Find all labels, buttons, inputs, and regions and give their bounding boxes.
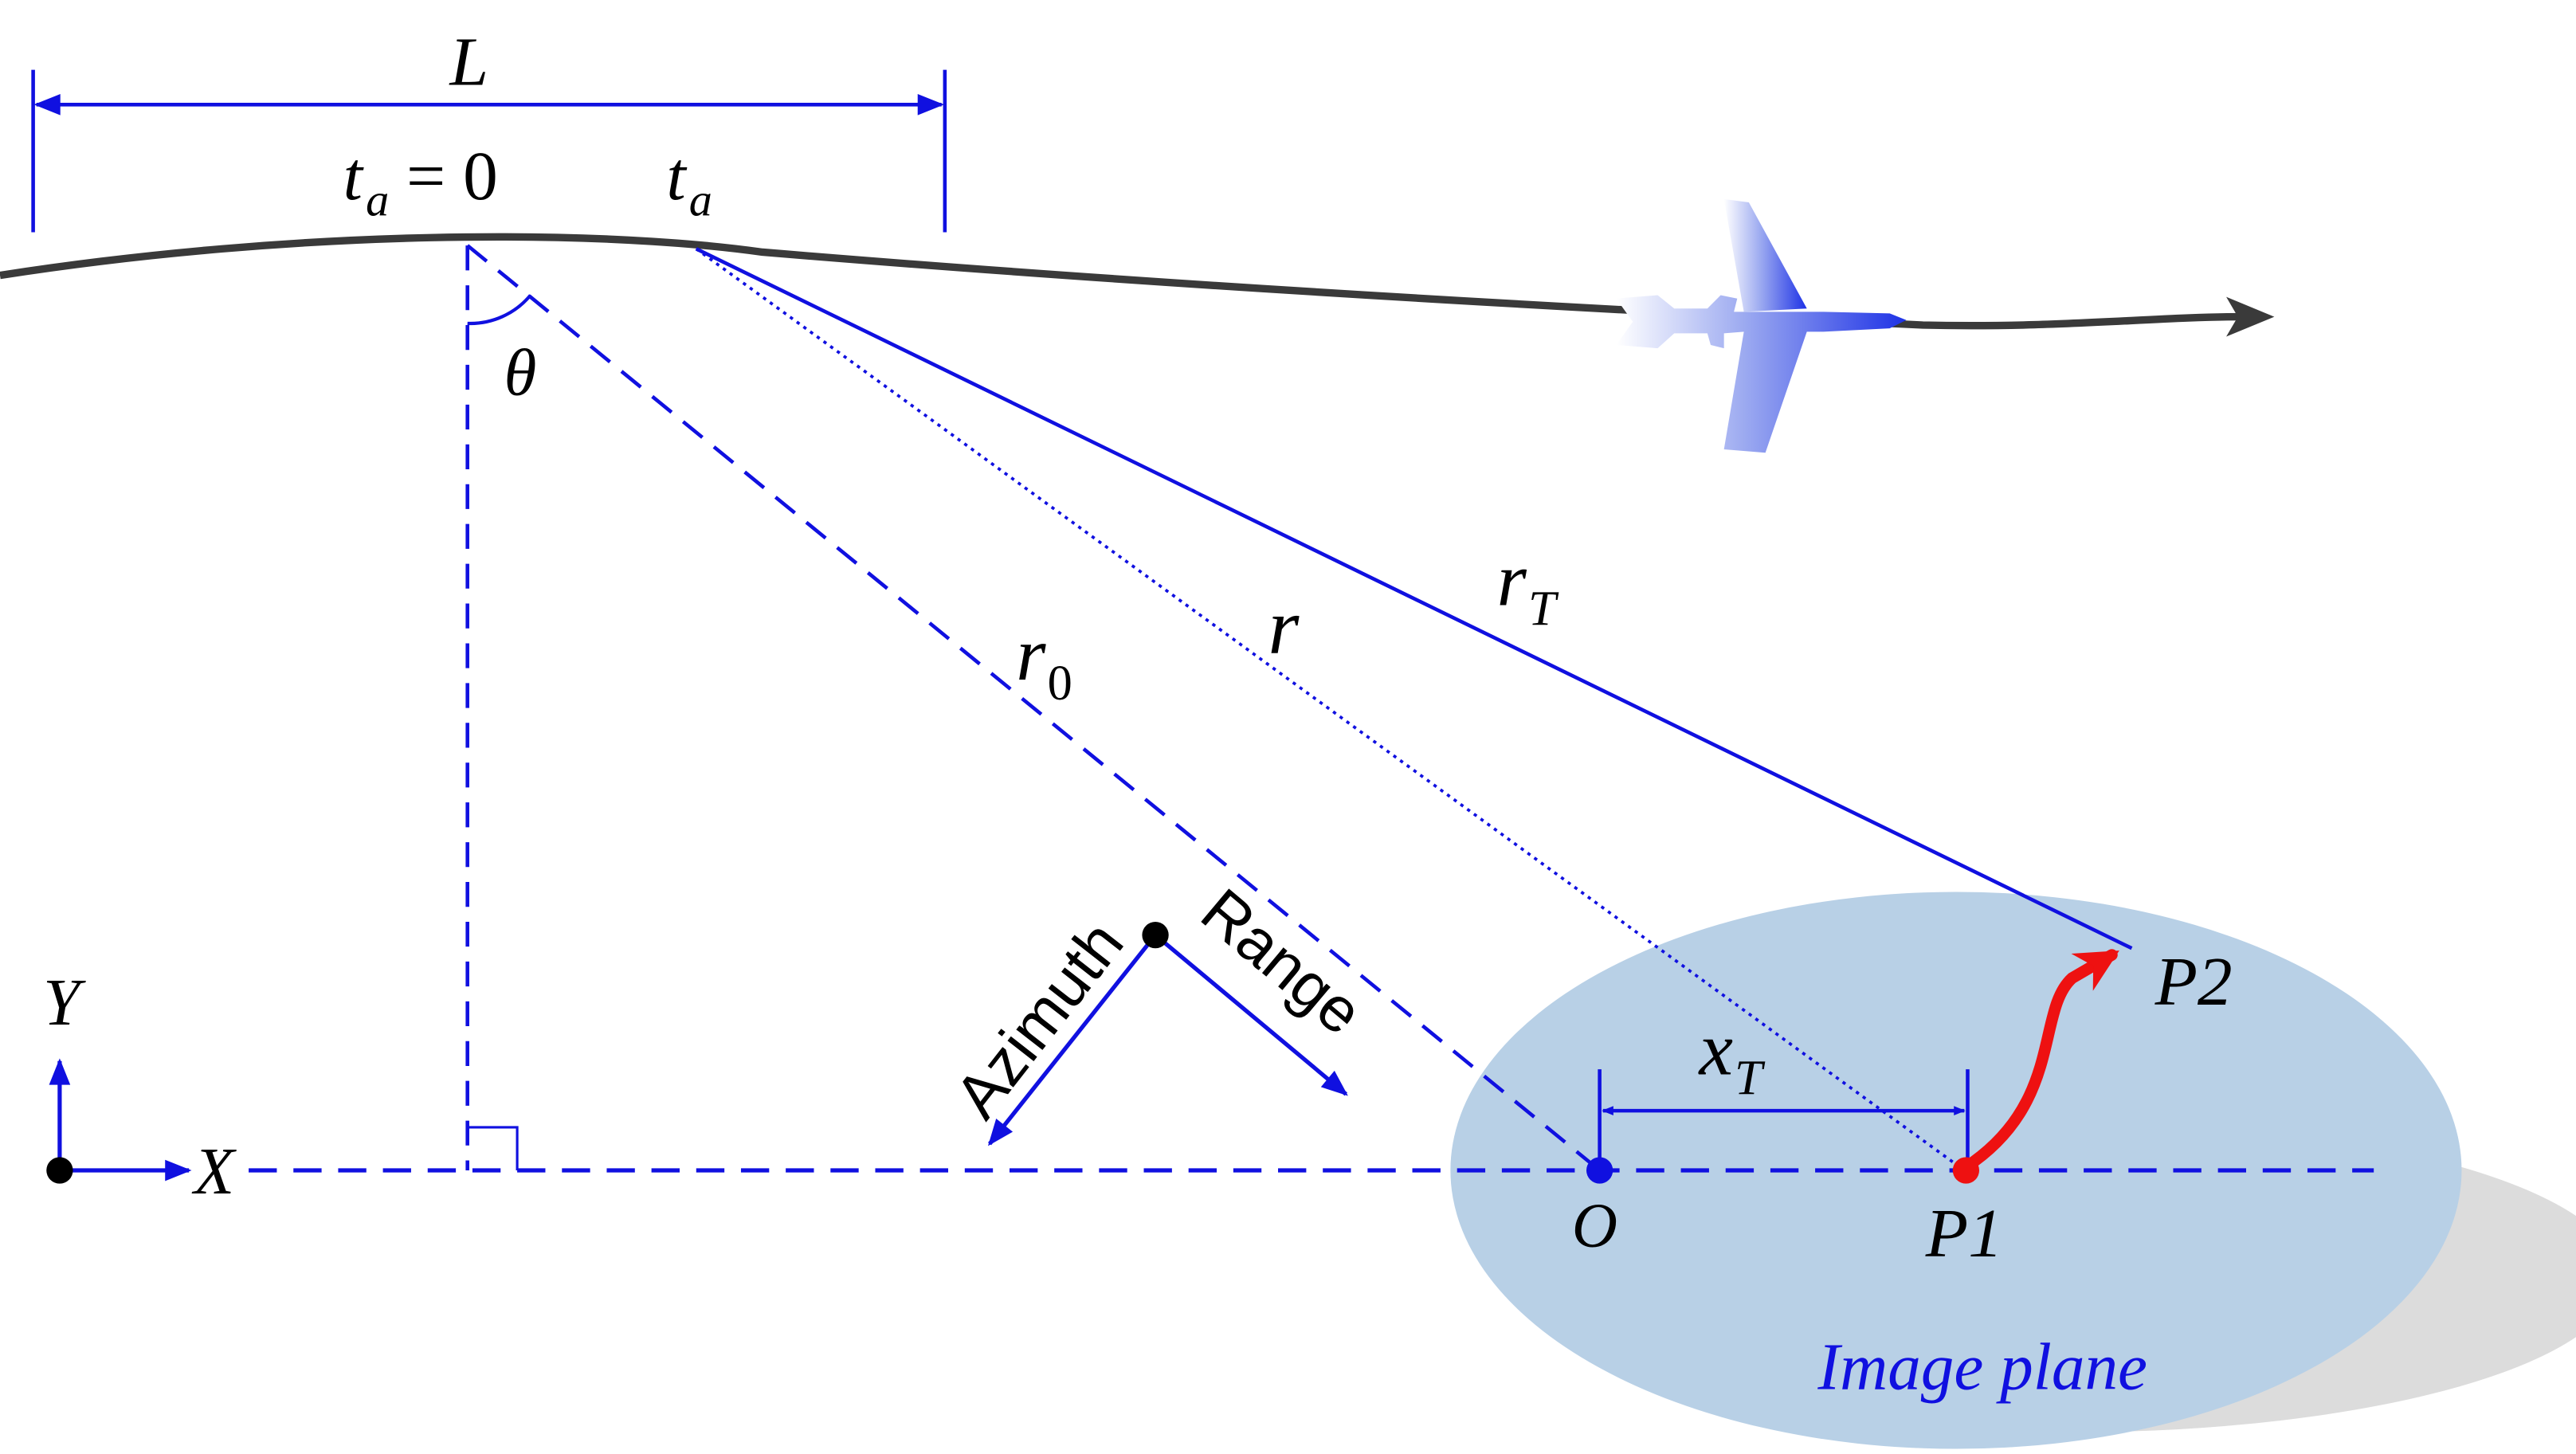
label-X: X xyxy=(191,1135,237,1208)
point-O-dot xyxy=(1586,1157,1613,1184)
r0-dashed-line xyxy=(466,244,1602,1172)
label-xT: xT xyxy=(1697,1006,1766,1105)
label-theta: θ xyxy=(504,335,536,409)
label-rT: rT xyxy=(1497,538,1559,637)
label-range: Range xyxy=(1188,875,1376,1048)
label-L: L xyxy=(448,22,488,100)
label-Y: Y xyxy=(43,966,86,1039)
label-P1: P1 xyxy=(1925,1194,2003,1272)
flight-track-arrow-icon xyxy=(2226,296,2275,337)
azimuth-range-origin-dot xyxy=(1142,921,1169,949)
target-motion-arrow xyxy=(1960,949,2119,1174)
label-image-plane: Image plane xyxy=(1817,1331,2147,1404)
label-azimuth: Azimuth xyxy=(941,908,1137,1131)
label-r: r xyxy=(1268,582,1300,671)
xy-axes xyxy=(49,1058,192,1182)
airplane-icon xyxy=(1616,198,1907,453)
xT-dimension xyxy=(1598,1069,1970,1171)
theta-angle-arc xyxy=(467,294,532,325)
label-O: O xyxy=(1572,1192,1617,1261)
label-r0: r0 xyxy=(1016,612,1072,711)
flight-track xyxy=(0,233,2241,330)
rT-solid-line xyxy=(695,247,2133,950)
origin-dot xyxy=(46,1157,73,1184)
label-P2: P2 xyxy=(2155,943,2233,1020)
right-angle-marker xyxy=(467,1126,519,1171)
aperture-length-dimension xyxy=(31,69,947,233)
point-P1-dot xyxy=(1952,1157,1980,1184)
azimuth-range-axes xyxy=(987,933,1348,1146)
